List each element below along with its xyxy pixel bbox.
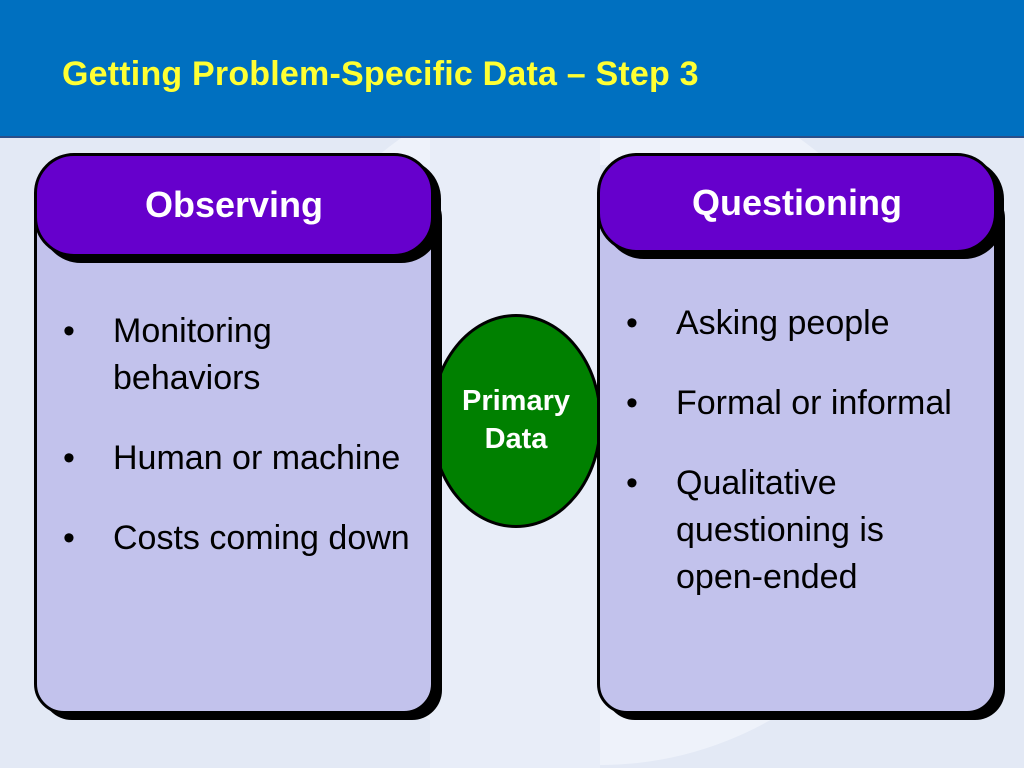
header-bar: Getting Problem-Specific Data – Step 3 (0, 0, 1024, 138)
bullet-item: Asking people (618, 300, 978, 347)
observing-heading: Observing (34, 153, 434, 257)
questioning-heading: Questioning (597, 153, 997, 253)
observing-bullet-list: Monitoring behaviors Human or machine Co… (55, 308, 415, 595)
primary-data-circle (430, 314, 602, 528)
bullet-item: Formal or informal (618, 380, 978, 427)
primary-data-label-line2: Data (484, 423, 548, 455)
questioning-bullet-list: Asking people Formal or informal Qualita… (618, 300, 978, 634)
bullet-item: Monitoring behaviors (55, 308, 415, 402)
bullet-item: Human or machine (55, 435, 415, 482)
bullet-item: Costs coming down (55, 515, 415, 562)
questioning-panel (597, 182, 997, 714)
slide-title: Getting Problem-Specific Data – Step 3 (62, 55, 699, 93)
primary-data-label: Primary Data (430, 382, 602, 458)
bullet-item: Qualitative questioning is open-ended (618, 460, 978, 601)
primary-data-label-line1: Primary (461, 385, 570, 417)
